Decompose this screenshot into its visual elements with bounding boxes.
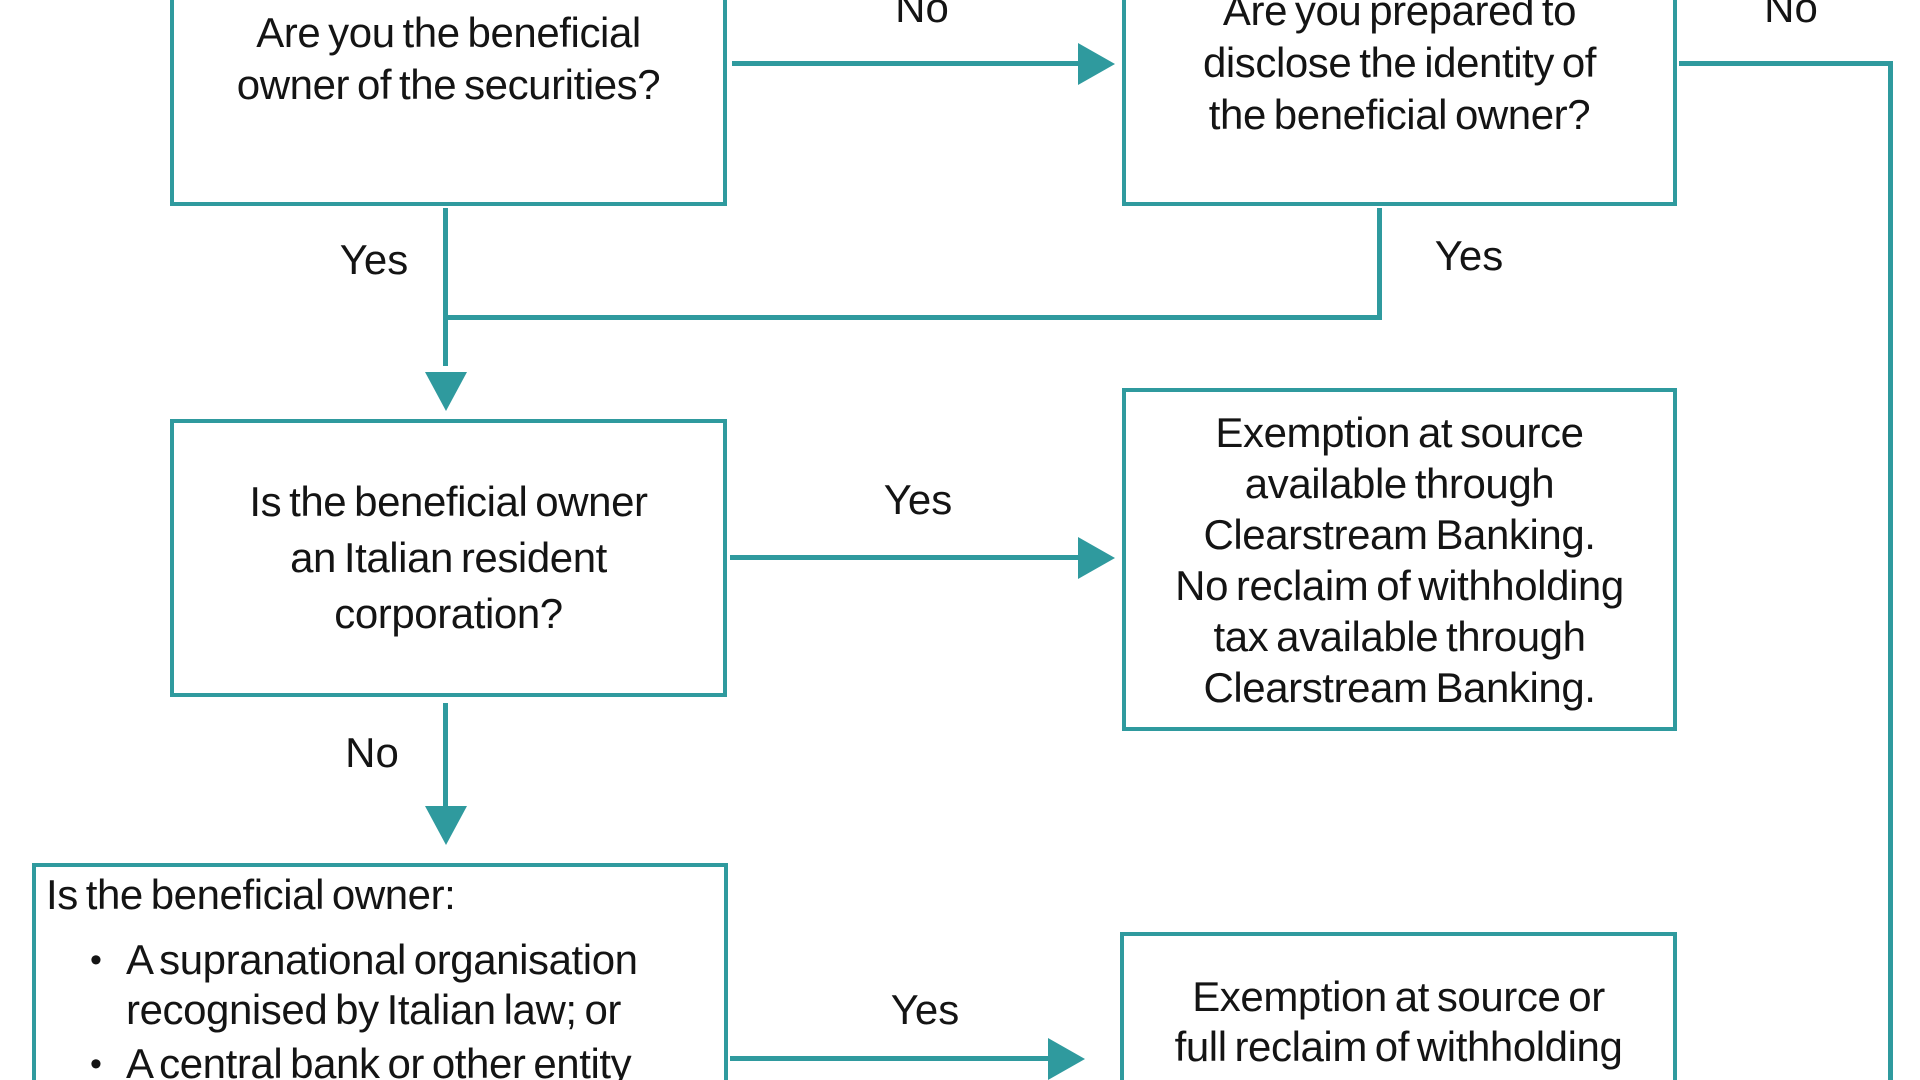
connector-q3-no-vertical (443, 703, 448, 807)
connector-q2-yes-vertical (1377, 208, 1382, 320)
connector-q2-yes-horizontal (445, 315, 1382, 320)
edge-label-yes: Yes (890, 986, 960, 1033)
arrowhead-down-icon (425, 806, 467, 845)
connector-q4-yes (730, 1056, 1048, 1061)
node-text-line: No reclaim of withholding (1175, 561, 1624, 609)
arrowhead-right-icon (1078, 43, 1115, 85)
node-italian-resident-corporation: Is the beneficial owner an Italian resid… (170, 419, 727, 697)
node-text-line: disclose the identity of (1202, 39, 1597, 86)
edge-label-no: No (1764, 0, 1818, 31)
arrowhead-right-icon (1078, 537, 1115, 579)
list-item: • A supranational organisation recognise… (46, 935, 716, 1035)
node-beneficial-owner-types: Is the beneficial owner: • A supranation… (32, 863, 728, 1080)
edge-label-yes: Yes (339, 236, 409, 283)
node-text-line: A central bank or other entity (126, 1040, 632, 1080)
node-text-line: available through (1244, 459, 1555, 507)
node-text-line: an Italian resident (290, 534, 607, 581)
node-are-you-beneficial-owner: Are you the beneficial owner of the secu… (170, 0, 727, 206)
node-text-line: recognised by Italian law; or (126, 986, 621, 1033)
bullet-icon: • (90, 941, 102, 979)
edge-label-no: No (345, 729, 399, 776)
edge-label-no: No (895, 0, 949, 31)
node-exemption-no-reclaim: Exemption at source available through Cl… (1122, 388, 1677, 731)
connector-q3-yes (730, 555, 1078, 560)
node-exemption-or-full-reclaim: Exemption at source or full reclaim of w… (1120, 932, 1677, 1080)
edge-label-yes: Yes (1434, 232, 1504, 279)
node-text-line: Exemption at source (1215, 408, 1584, 456)
node-text-line: tax available through (1213, 612, 1586, 660)
connector-q2-no-vertical (1888, 61, 1893, 1080)
node-text-line: Clearstream Banking. (1203, 663, 1596, 711)
connector-q1-to-q2 (732, 61, 1078, 66)
node-text-line: tax available through (1124, 1072, 1673, 1080)
node-text-line: Is the beneficial owner (249, 478, 648, 525)
node-text-line: Is the beneficial owner: (46, 871, 456, 918)
connector-q2-no-horizontal (1679, 61, 1893, 66)
node-text-line: Are you the beneficial (256, 9, 641, 56)
arrowhead-right-icon (1048, 1038, 1085, 1080)
node-text-line: corporation? (334, 590, 563, 637)
bullet-text: A supranational organisation recognised … (126, 935, 638, 1035)
node-text-line: Exemption at source or (1192, 973, 1605, 1020)
node-text-line: owner of the securities? (236, 61, 661, 108)
node-text-line: the beneficial owner? (1208, 91, 1591, 138)
node-text-line: Are you prepared to (1222, 0, 1577, 34)
edge-label-yes: Yes (883, 476, 953, 523)
connector-q1-yes-vertical (443, 208, 448, 366)
bullet-icon: • (90, 1045, 102, 1080)
node-prepared-to-disclose: Are you prepared to disclose the identit… (1122, 0, 1677, 206)
node-text-line: A supranational organisation (126, 936, 638, 983)
arrowhead-down-icon (425, 372, 467, 411)
node-text-line: Clearstream Banking. (1203, 510, 1596, 558)
list-item: • A central bank or other entity (46, 1039, 716, 1080)
node-text-line: full reclaim of withholding (1174, 1023, 1623, 1070)
